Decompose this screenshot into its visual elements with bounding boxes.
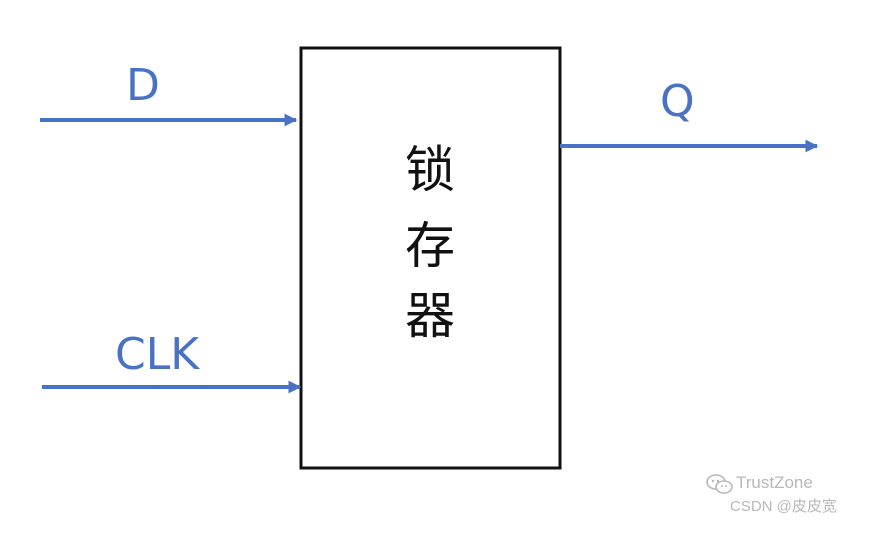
watermark-line-1: TrustZone [736, 473, 813, 492]
block-label-char-2: 存 [405, 217, 455, 275]
q-output-label: Q [660, 76, 695, 127]
block-label-char-3: 器 [405, 287, 455, 345]
wechat-icon [706, 474, 733, 494]
block-label-char-1: 锁 [405, 141, 455, 199]
watermark-line-2: CSDN @皮皮宽 [730, 498, 837, 515]
d-input-label: D [126, 60, 160, 111]
latch-block [299, 46, 562, 470]
watermark: TrustZone CSDN @皮皮宽 [706, 473, 866, 517]
clk-input-label: CLK [115, 329, 200, 380]
